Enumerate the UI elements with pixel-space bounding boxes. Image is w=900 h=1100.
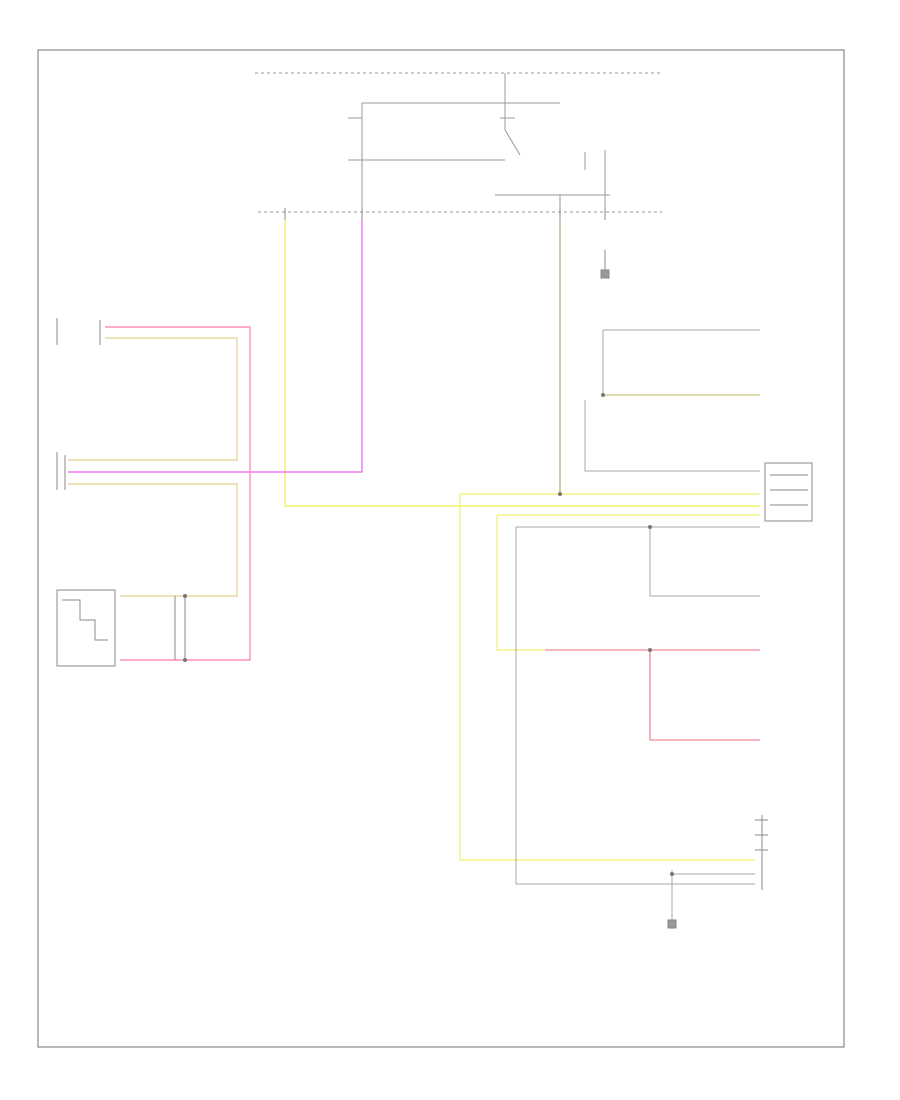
transmission-range-switch xyxy=(56,589,186,667)
ground-symbol xyxy=(600,269,677,929)
wire-yellow-center xyxy=(284,220,760,507)
right-connector-block xyxy=(764,462,813,522)
splice-points xyxy=(183,393,674,876)
bottom-right-connector xyxy=(755,815,768,890)
wire-gray-right xyxy=(515,329,760,920)
wire-tan xyxy=(68,337,238,597)
wire-pink xyxy=(105,326,251,661)
diagram-frame xyxy=(37,49,845,1048)
wire-red-right xyxy=(545,649,760,741)
wire-yellow-left-bus xyxy=(459,493,760,861)
connector-ticks xyxy=(284,208,606,270)
relay-switch xyxy=(348,73,610,212)
wire-magenta xyxy=(68,220,363,473)
left-components xyxy=(56,318,101,490)
